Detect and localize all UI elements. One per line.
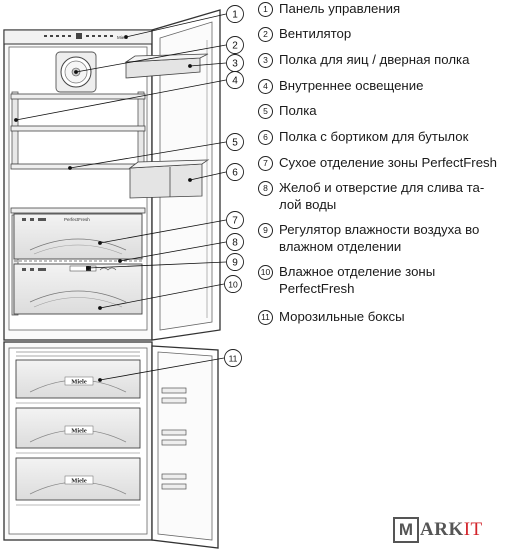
watermark-letter: M (393, 517, 419, 543)
legend-number: 2 (258, 27, 273, 42)
legend-item: 7 Сухое отделение зоны PerfectFresh (258, 155, 504, 172)
callout-number: 2 (232, 41, 238, 52)
callout-7: 7 (226, 211, 244, 229)
door-shelves (124, 53, 210, 199)
callout-11: 11 (224, 349, 242, 367)
legend-text: Регулятор влажности воздуха во влажном о… (279, 222, 480, 254)
drawer-brand: Miele (71, 379, 87, 386)
freezer-door (151, 345, 219, 549)
callout-number: 9 (232, 258, 238, 269)
legend-number: 5 (258, 104, 273, 119)
legend-text: Полка с бортиком для бутылок (279, 129, 469, 144)
callout-circle (224, 349, 242, 367)
watermark-text: ARKIT (420, 519, 483, 541)
freezer-drawer: Miele (15, 407, 141, 449)
callout-circle (226, 71, 244, 89)
legend-item: 10 Влажное отделение зоны PerfectFresh (258, 264, 504, 297)
callout-number: 10 (228, 280, 238, 290)
drawer-brand: Miele (71, 428, 87, 435)
callout-circle (224, 275, 242, 293)
legend-text: Полка (279, 103, 317, 118)
legend-item: 1 Панель управления (258, 1, 504, 18)
callout-number: 3 (232, 59, 238, 70)
legend-item: 6 Полка с бортиком для бутылок (258, 129, 504, 146)
callout-circle (226, 233, 244, 251)
legend-item: 3 Полка для яиц / дверная полка (258, 52, 504, 69)
callout-circle (226, 163, 244, 181)
drawer-brand: Miele (71, 478, 87, 485)
legend-number: 6 (258, 130, 273, 145)
perfectfresh-humid-drawer (13, 263, 143, 315)
legend-item: 9 Регулятор влажности воздуха во влажном… (258, 222, 504, 255)
perfectfresh-dry-drawer: PerfectFresh (13, 213, 143, 260)
callout-2: 2 (226, 36, 244, 54)
legend-text: Сухое отделение зоны PerfectFresh (279, 155, 497, 170)
legend-text: Внутреннее освещение (279, 78, 424, 93)
callouts: 1 2 3 4 5 6 7 8 9 10 11 (224, 5, 244, 367)
callout-3: 3 (226, 54, 244, 72)
legend-text: Влажное отделение зоны PerfectFresh (279, 264, 436, 296)
callout-5: 5 (226, 133, 244, 151)
callout-1: 1 (226, 5, 244, 23)
callout-10: 10 (224, 275, 242, 293)
legend-text: Панель управления (279, 1, 401, 16)
callout-number: 11 (229, 354, 238, 364)
callout-number: 4 (232, 76, 238, 87)
legend-number: 8 (258, 181, 273, 196)
legend-item: 8 Желоб и отверстие для слива та-лой вод… (258, 180, 504, 213)
callout-6: 6 (226, 163, 244, 181)
legend-text: Желоб и отверстие для слива та-лой воды (279, 180, 485, 212)
freezer-cabinet: Miele Miele Miele (3, 341, 153, 541)
legend-number: 3 (258, 53, 273, 68)
legend-number: 9 (258, 223, 273, 238)
callout-4: 4 (226, 71, 244, 89)
callout-circle (226, 133, 244, 151)
legend-item: 5 Полка (258, 103, 504, 120)
callout-circle (226, 36, 244, 54)
callout-number: 6 (232, 168, 238, 179)
legend-number: 7 (258, 156, 273, 171)
legend-text: Морозильные боксы (279, 309, 405, 324)
panel-brand: Miele (117, 35, 128, 40)
crisper-label: PerfectFresh (64, 217, 90, 222)
callout-number: 1 (232, 10, 238, 21)
watermark-logo: M ARKIT (393, 517, 483, 543)
legend-item: 11 Морозильные боксы (258, 309, 504, 326)
legend-number: 4 (258, 79, 273, 94)
callout-number: 7 (232, 216, 238, 227)
refrigerator-diagram: Miele PerfectFresh (3, 5, 244, 549)
callout-9: 9 (226, 253, 244, 271)
fridge-cabinet: Miele PerfectFresh (3, 29, 153, 341)
freezer-drawer: Miele (15, 457, 141, 501)
legend-item: 2 Вентилятор (258, 26, 504, 43)
freezer-drawer: Miele (15, 359, 141, 399)
leader-lines (14, 13, 227, 382)
callout-8: 8 (226, 233, 244, 251)
legend-number: 11 (258, 310, 273, 325)
watermark-accent: IT (463, 519, 483, 540)
legend-item: 4 Внутреннее освещение (258, 78, 504, 95)
legend-number: 10 (258, 265, 273, 280)
callout-circle (226, 211, 244, 229)
watermark-rest: ARK (420, 519, 464, 540)
fridge-door (124, 9, 221, 341)
legend-number: 1 (258, 2, 273, 17)
legend-text: Вентилятор (279, 26, 352, 41)
callout-circle (226, 253, 244, 271)
legend-text: Полка для яиц / дверная полка (279, 52, 470, 67)
callout-number: 8 (232, 238, 238, 249)
callout-number: 5 (232, 138, 238, 149)
callout-circle (226, 5, 244, 23)
